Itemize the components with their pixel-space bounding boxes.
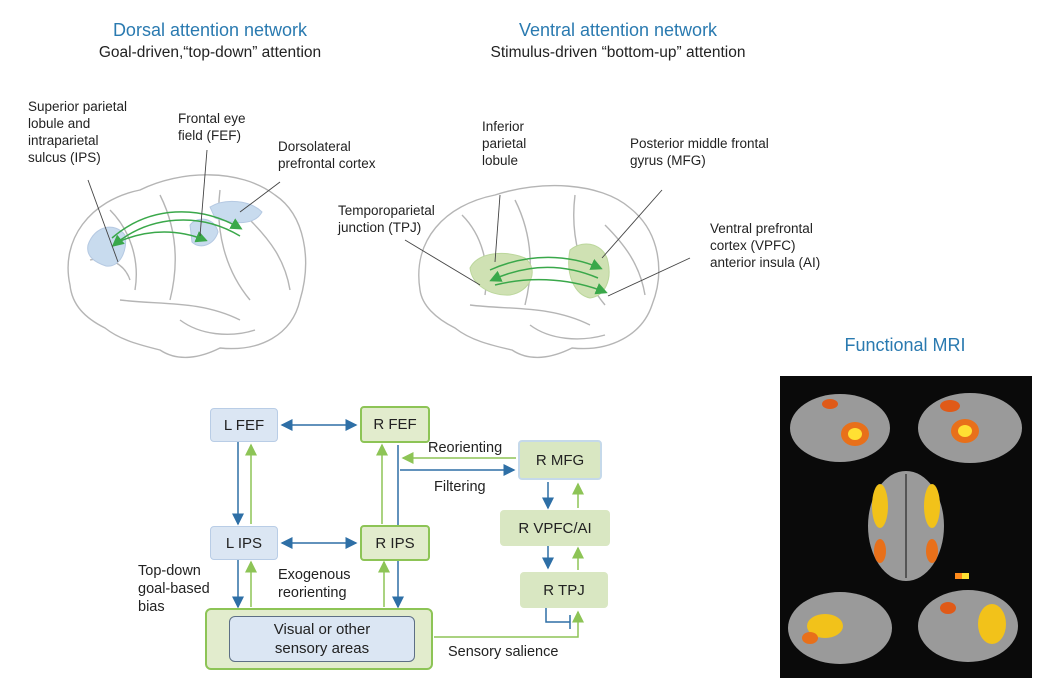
arrow-salience xyxy=(434,610,584,638)
ventral-brain xyxy=(418,184,660,359)
ventral-network-title: Ventral attention network xyxy=(518,20,718,40)
sensory-container: Visual or other sensory areas xyxy=(205,608,433,670)
label-dlpfc: Dorsolateral prefrontal cortex xyxy=(278,139,376,171)
node-r-vpfc: R VPFC/AI xyxy=(500,510,610,546)
label-ips: Superior parietal lobule and intrapariet… xyxy=(28,99,128,165)
label-ipl: Inferior parietal lobule xyxy=(482,119,527,168)
ventral-network-subtitle: Stimulus-driven “bottom-up” attention xyxy=(490,44,746,61)
label-fef: Frontal eye field (FEF) xyxy=(178,111,246,143)
dorsal-network-title: Dorsal attention network xyxy=(112,20,308,40)
label-reorienting: Reorienting xyxy=(428,440,503,456)
label-vpfc: Ventral prefrontal cortex (VPFC) anterio… xyxy=(710,221,821,270)
node-sensory: Visual or other sensory areas xyxy=(229,616,415,662)
fmri-panel xyxy=(780,376,1032,678)
dorsal-network-subtitle: Goal-driven,“top-down” attention xyxy=(98,44,322,61)
node-l-ips: L IPS xyxy=(210,526,278,560)
label-salience: Sensory salience xyxy=(448,644,559,660)
node-r-ips: R IPS xyxy=(360,525,430,561)
label-exogenous: Exogenous reorienting xyxy=(278,567,351,601)
label-mfg: Posterior middle frontal gyrus (MFG) xyxy=(630,136,769,168)
label-filtering: Filtering xyxy=(434,479,486,495)
arrow-tpj-inhibition xyxy=(545,607,570,623)
node-r-fef: R FEF xyxy=(360,406,430,443)
label-tpj: Temporoparietal junction (TPJ) xyxy=(338,203,435,235)
node-r-tpj: R TPJ xyxy=(520,572,608,608)
node-r-mfg: R MFG xyxy=(518,440,602,480)
fmri-brain-maps xyxy=(788,393,1022,664)
fmri-title: Functional MRI xyxy=(844,335,966,355)
label-topdown: Top-down goal-based bias xyxy=(138,563,210,615)
node-l-fef: L FEF xyxy=(210,408,278,442)
